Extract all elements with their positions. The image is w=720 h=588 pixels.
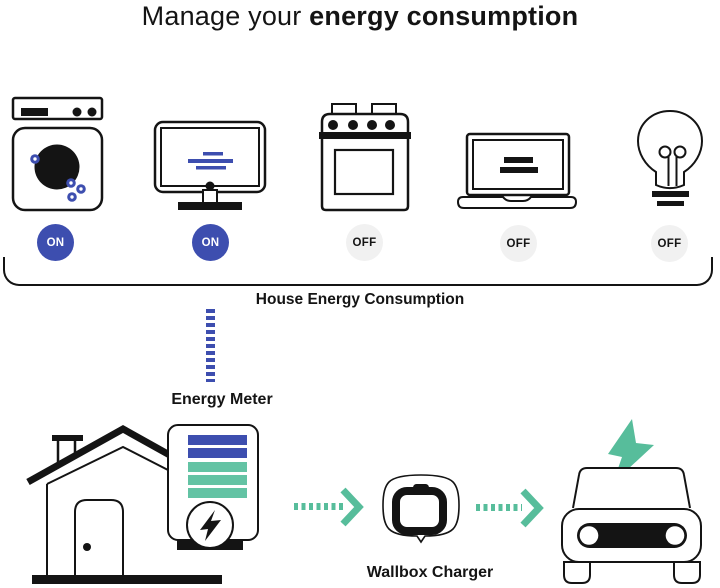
- headlight: [665, 526, 685, 545]
- car-icon: [561, 419, 702, 584]
- lightbulb-state-badge[interactable]: OFF: [651, 225, 688, 262]
- washing-machine-icon: [11, 96, 104, 212]
- car-grille: [577, 523, 687, 548]
- energy-meter-icon: [167, 424, 259, 550]
- arrow-head-icon: [340, 487, 364, 527]
- stove-state-badge[interactable]: OFF: [346, 224, 383, 261]
- house-energy-consumption-label: House Energy Consumption: [255, 291, 465, 308]
- tv-icon: [153, 120, 267, 210]
- door-knob: [83, 543, 91, 551]
- group-brace: [3, 257, 713, 286]
- wallbox-charger-icon: [382, 474, 460, 544]
- ground-bar: [32, 575, 222, 584]
- tv-state-badge[interactable]: ON: [192, 224, 229, 261]
- lightning-bolt-icon: [200, 510, 221, 541]
- dotted-connector: [206, 309, 215, 382]
- energy-meter-label: Energy Meter: [171, 391, 273, 408]
- lightbulb-icon: [636, 109, 704, 206]
- headlight: [579, 526, 599, 545]
- washing-machine-state-badge[interactable]: ON: [37, 224, 74, 261]
- arrow-head-icon: [520, 488, 544, 528]
- page-title-bold: energy consumption: [309, 1, 579, 31]
- page-title-regular: Manage your: [141, 1, 310, 31]
- wallbox-charger-label: Wallbox Charger: [366, 564, 494, 581]
- chimney: [56, 441, 77, 462]
- arrow-right-icon: [476, 504, 522, 511]
- roof: [26, 424, 177, 486]
- laptop-state-badge[interactable]: OFF: [500, 225, 537, 262]
- laptop-icon: [456, 132, 578, 209]
- stove-icon: [319, 103, 411, 212]
- door: [74, 499, 124, 575]
- car-cabin: [572, 467, 691, 509]
- house-illustration: [26, 424, 259, 584]
- page-title: Manage your energy consumption: [0, 1, 720, 32]
- arrow-right-icon: [294, 503, 344, 510]
